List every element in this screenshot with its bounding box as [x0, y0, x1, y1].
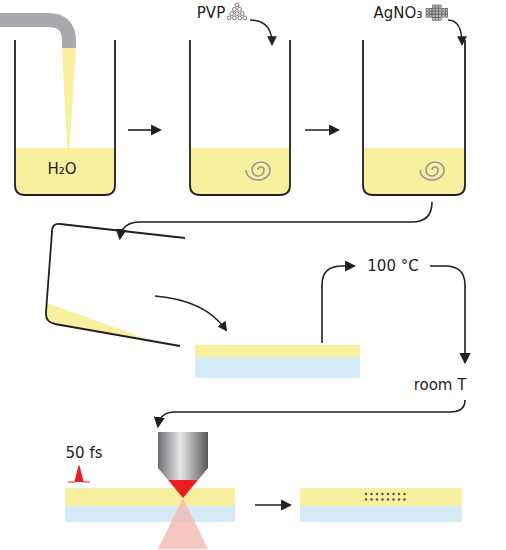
crystal-grain	[445, 8, 448, 11]
crystal-grain	[432, 5, 435, 8]
pour-arrow	[155, 296, 226, 330]
text-label: 100 °C	[367, 258, 418, 275]
text-label: H₂O	[47, 161, 76, 178]
crystal-grain	[429, 11, 432, 14]
text-label: AgNO₃	[374, 5, 423, 22]
crystal-grain	[442, 15, 445, 18]
beaker	[190, 40, 290, 195]
nanoparticle-dot	[403, 498, 406, 501]
crystal-grain	[445, 11, 448, 14]
step-arrow	[255, 504, 290, 506]
bake-arrow	[322, 266, 354, 343]
crystal-grain	[439, 8, 442, 11]
nanoparticle-dot	[398, 498, 401, 501]
crystal-grain	[436, 18, 439, 21]
beaker	[15, 40, 115, 195]
nanoparticle-dot	[387, 498, 390, 501]
crystal-grain	[432, 8, 435, 11]
pvp-bead	[227, 16, 231, 20]
pvp-bead	[233, 16, 237, 20]
crystal-grain	[432, 18, 435, 21]
crystal-grain	[432, 15, 435, 18]
tilted-beaker	[46, 224, 185, 346]
crystal-grain	[436, 11, 439, 14]
pvp-bead	[235, 12, 239, 16]
nanoparticle-dot	[392, 498, 395, 501]
crystal-grain	[442, 11, 445, 14]
add-arrow	[250, 20, 272, 44]
laser-beam-focused	[168, 480, 198, 498]
polymer-film	[65, 488, 235, 506]
beaker	[363, 40, 465, 195]
tap-pipe	[0, 20, 69, 48]
pvp-bead	[230, 12, 234, 16]
glass-substrate	[195, 357, 360, 378]
beaker-liquid	[191, 148, 289, 194]
step-arrow	[128, 129, 160, 131]
crystal-grain	[439, 11, 442, 14]
pvp-bead	[238, 7, 242, 11]
pvp-bead	[238, 16, 242, 20]
crystal-grain	[429, 15, 432, 18]
nanoparticle-dot	[387, 493, 390, 496]
crystal-grain	[429, 8, 432, 11]
nanoparticle-dot	[365, 493, 368, 496]
polymer-film	[300, 488, 462, 506]
crystal-grain	[439, 18, 442, 21]
nanoparticle-dot	[365, 498, 368, 501]
text-label: 50 fs	[66, 445, 103, 462]
glass-substrate	[65, 506, 235, 522]
crystal-grain	[445, 15, 448, 18]
crystal-grain	[436, 5, 439, 8]
glass-substrate	[300, 506, 462, 522]
crystal-grain	[439, 15, 442, 18]
step-arrow	[305, 129, 338, 131]
stir-swirl	[246, 162, 270, 180]
pvp-icon	[227, 3, 246, 20]
nanoparticle-dot	[392, 493, 395, 496]
beaker-liquid	[364, 148, 464, 194]
laser-beam-diverging	[158, 498, 208, 549]
silver-nanoparticles	[365, 493, 406, 501]
objective-lens	[158, 432, 208, 480]
silver-nitrate-icon	[426, 5, 448, 20]
step-arrow	[158, 400, 465, 426]
crystal-grain	[426, 15, 429, 18]
polymer-film	[195, 345, 360, 357]
pvp-bead	[240, 12, 244, 16]
add-arrow	[448, 20, 462, 44]
step-arrow	[120, 202, 432, 238]
water-stream	[62, 48, 76, 148]
laser-pulse	[68, 466, 90, 482]
crystal-grain	[439, 5, 442, 8]
stir-swirl	[420, 162, 444, 180]
beaker-liquid	[16, 148, 114, 194]
crystal-grain	[426, 11, 429, 14]
crystal-grain	[436, 8, 439, 11]
nanoparticle-dot	[376, 493, 379, 496]
nanoparticle-dot	[370, 498, 373, 501]
nanoparticle-dot	[403, 493, 406, 496]
crystal-grain	[436, 15, 439, 18]
pvp-bead	[233, 7, 237, 11]
nanoparticle-dot	[381, 498, 384, 501]
crystal-grain	[432, 11, 435, 14]
text-label: PVP	[197, 5, 225, 22]
crystal-grain	[442, 8, 445, 11]
nanoparticle-dot	[376, 498, 379, 501]
pvp-bead	[235, 3, 239, 7]
cool-arrow	[430, 266, 465, 362]
beaker-liquid	[46, 303, 150, 340]
nanoparticle-dot	[398, 493, 401, 496]
crystal-grain	[426, 8, 429, 11]
nanoparticle-dot	[370, 493, 373, 496]
pvp-bead	[243, 16, 247, 20]
nanoparticle-dot	[381, 493, 384, 496]
text-label: room T	[414, 377, 467, 394]
